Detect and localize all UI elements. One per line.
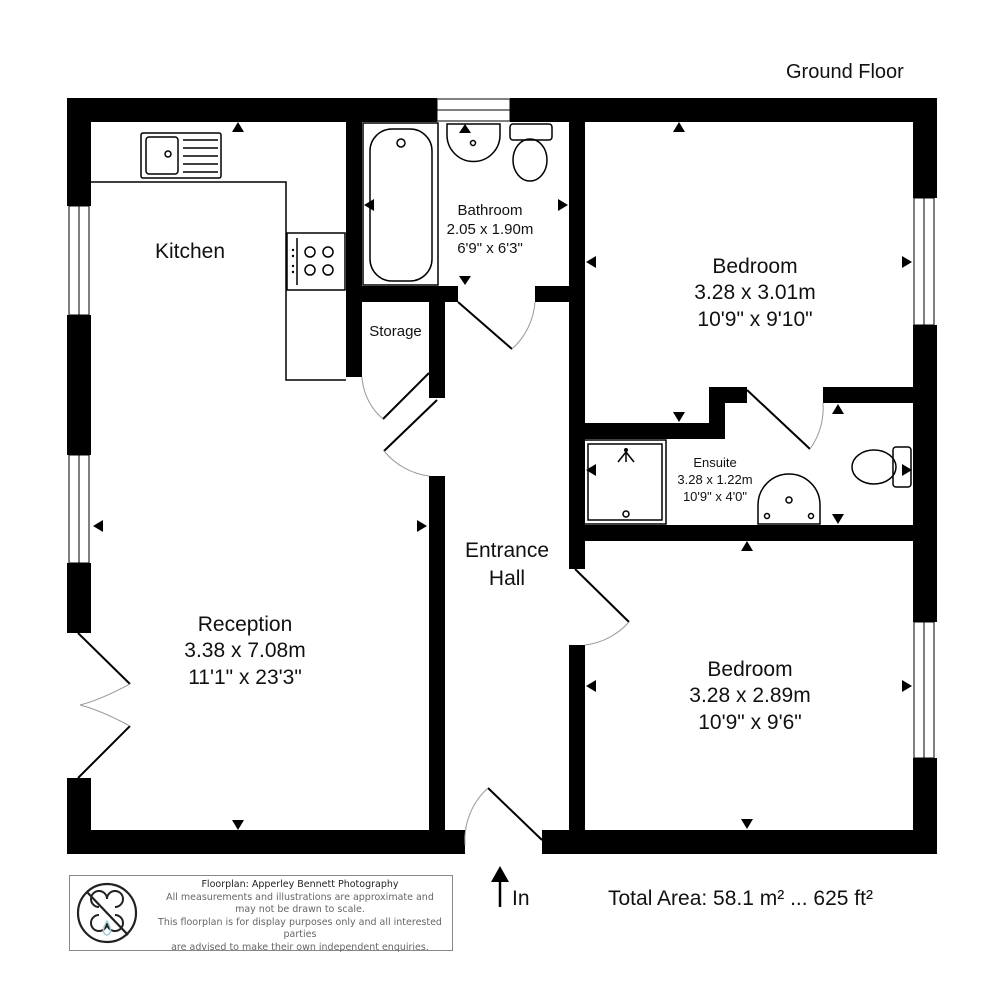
room-imperial: 10'9" x 4'0" [682,488,748,504]
room-name: Bathroom [457,202,523,219]
room-metric: 3.28 x 1.22m [677,471,753,487]
room-metric: 3.38 x 7.08m [184,639,306,663]
kitchen-label: Kitchen [154,240,226,263]
room-name: Reception [197,613,293,636]
room-imperial: 10'9" x 9'10" [697,307,813,331]
dimension-arrows [93,122,912,830]
door-arcs [79,301,824,846]
walls [67,98,937,854]
reception-label: Reception 3.38 x 7.08m 11'1" x 23'3" [130,612,360,691]
ensuite-fixtures [583,439,912,525]
room-name: Bedroom [712,255,798,278]
room-metric: 2.05 x 1.90m [446,220,534,238]
bathroom-label: Bathroom 2.05 x 1.90m 6'9" x 6'3" [430,202,550,258]
disclaimer-line: are advised to make their own independen… [171,941,429,953]
room-name: Bedroom [707,658,793,681]
room-name-line2: Hall [488,567,526,591]
bedroom1-label: Bedroom 3.28 x 3.01m 10'9" x 9'10" [640,254,870,333]
room-name-line1: Entrance [464,539,550,562]
room-metric: 3.28 x 3.01m [694,281,816,305]
room-metric: 3.28 x 2.89m [689,684,811,708]
ensuite-label: Ensuite 3.28 x 1.22m 10'9" x 4'0" [660,455,770,506]
disclaimer-line: This floorplan is for display purposes o… [158,916,442,941]
photographer-logo-icon [76,882,138,944]
floor-title: Ground Floor [786,61,904,83]
credit-line: Floorplan: Apperley Bennett Photography [201,879,399,890]
room-imperial: 6'9" x 6'3" [457,239,523,257]
disclaimer-box: Floorplan: Apperley Bennett Photography … [69,875,453,954]
total-area: Total Area: 58.1 m² ... 625 ft² [608,887,873,910]
entrance-label: In [512,887,530,910]
doors [77,301,811,841]
storage-label: Storage [369,323,422,340]
disclaimer-line: may not be drawn to scale. [235,904,365,915]
room-imperial: 11'1" x 23'3" [188,665,302,689]
disclaimer-line: All measurements and illustrations are a… [166,891,434,903]
room-imperial: 10'9" x 9'6" [698,710,802,734]
entrance-hall-label: Entrance Hall [445,537,569,594]
entrance-arrow-icon [491,866,509,907]
windows [68,98,935,759]
disclaimer-text: Floorplan: Apperley Bennett Photography … [150,879,450,954]
room-name: Ensuite [693,455,737,470]
bedroom2-label: Bedroom 3.28 x 2.89m 10'9" x 9'6" [635,657,865,736]
kitchen-counter [91,132,346,381]
